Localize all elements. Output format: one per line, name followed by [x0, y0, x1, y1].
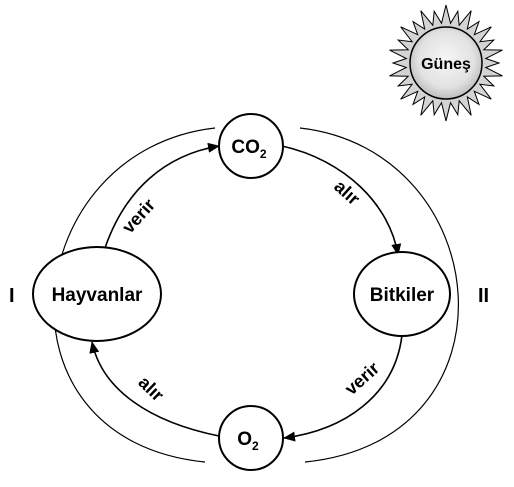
- svg-text:O2: O2: [237, 429, 259, 453]
- side-label-right: II: [478, 285, 489, 307]
- plants-label: Bitkiler: [370, 285, 435, 306]
- plants-node: Bitkiler: [353, 251, 451, 337]
- arrow-co2-to-plants: [281, 145, 402, 256]
- edge-label-co2-to-plants: alır: [330, 176, 363, 209]
- svg-text:CO2: CO2: [231, 137, 267, 161]
- arrow-plants-to-o2: [283, 334, 403, 442]
- arrow-o2-to-animals: [89, 341, 220, 437]
- animals-label: Hayvanlar: [52, 285, 143, 306]
- co2-base: CO: [231, 137, 260, 158]
- o2-base: O: [237, 429, 252, 450]
- co2-subscript: 2: [260, 147, 267, 161]
- side-label-left: I: [9, 285, 15, 307]
- animals-node: Hayvanlar: [32, 246, 162, 342]
- outer-arc-right: [299, 127, 459, 463]
- edge-label-o2-to-animals: alır: [134, 372, 167, 405]
- co2-node: CO2: [218, 113, 284, 179]
- edge-label-animals-to-co2: verir: [118, 195, 159, 237]
- o2-subscript: 2: [252, 439, 259, 453]
- sun-label: Güneş: [421, 56, 471, 73]
- sun-icon: Güneş: [389, 4, 503, 122]
- sun-disc: [409, 26, 483, 100]
- o2-node: O2: [218, 405, 284, 471]
- arrow-animals-to-co2: [104, 142, 220, 249]
